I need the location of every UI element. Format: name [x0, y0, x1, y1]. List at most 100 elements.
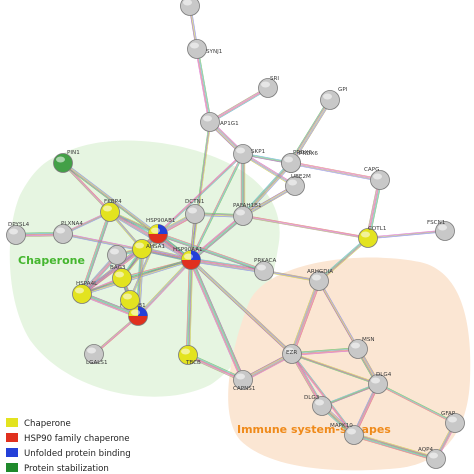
edge-HSPA4L-HSP90B1: [81, 291, 139, 319]
edge-PAFAH1B1-HSP90AA1: [189, 214, 245, 262]
node-highlight: [323, 93, 332, 100]
edge-strand: [365, 179, 379, 238]
edge-strand: [138, 249, 144, 317]
node-hsp90ab1[interactable]: HSP90AB1: [146, 218, 176, 244]
node-highlight: [135, 242, 144, 249]
node-circle: [320, 90, 340, 110]
edge-strand: [191, 258, 294, 354]
edge-strand: [290, 354, 322, 407]
node-dctn1[interactable]: DCTN1: [185, 199, 205, 224]
edge-COTL1-FSCN1: [367, 229, 446, 240]
node-cotl1[interactable]: COTL1: [358, 226, 387, 248]
edge-strand: [186, 259, 191, 355]
node-extra2[interactable]: [120, 290, 140, 310]
node-pafah1b1[interactable]: PAFAH1B1: [233, 203, 262, 226]
node-aqp4[interactable]: AQP4: [418, 447, 446, 469]
node-highlight: [123, 293, 132, 300]
node-circle: [254, 261, 274, 281]
node-label: COTL1: [368, 226, 387, 232]
node-msn[interactable]: MSN: [348, 337, 375, 359]
edge-strand: [292, 349, 359, 355]
edge-strand: [289, 98, 329, 163]
node-prkaca[interactable]: PRKACA: [254, 258, 276, 281]
edge-strand: [292, 349, 359, 356]
edge-strand: [82, 249, 144, 296]
node-circle: [100, 202, 120, 222]
edge-PRKACA-HSP90AB1: [157, 232, 265, 273]
node-highlight: [131, 309, 140, 316]
node-extra1[interactable]: [107, 245, 127, 265]
node-label: SKP1: [251, 149, 266, 155]
node-top[interactable]: [180, 0, 200, 16]
node-label: HSP90AA1: [173, 247, 203, 253]
node-ube2m[interactable]: UBE2M: [285, 174, 312, 196]
immune-cluster-label: Immune system-synapes: [237, 423, 391, 436]
node-fkbp4[interactable]: FKBP4: [100, 199, 123, 222]
edge-strand: [190, 260, 292, 355]
node-ahsa1[interactable]: AHSA1: [132, 239, 166, 259]
edge-strand: [82, 292, 139, 316]
edge-strand: [62, 163, 191, 261]
node-ap1g1[interactable]: AP1G1: [200, 112, 240, 132]
edge-strand: [80, 211, 110, 294]
node-ezr[interactable]: EZR: [282, 344, 302, 364]
node-fscn1[interactable]: FSCN1: [427, 220, 455, 241]
edge-strand: [242, 162, 292, 217]
edge-strand: [292, 352, 379, 384]
node-highlight: [315, 399, 324, 406]
node-highlight: [56, 227, 65, 234]
node-mapk10[interactable]: MAPK10: [330, 423, 364, 445]
edge-strand: [189, 260, 243, 381]
edge-strand: [81, 258, 191, 294]
edge-SKP1-HSP90AB1: [157, 153, 244, 235]
legend-swatch-stabilization: [6, 463, 18, 472]
node-highlight: [288, 179, 297, 186]
node-dlg4[interactable]: DLG4: [368, 372, 392, 394]
node-tbcb[interactable]: TBCB: [178, 345, 202, 367]
node-prdx6b[interactable]: PRDX6: [281, 151, 319, 173]
node-capns1[interactable]: CAPNS1: [233, 370, 256, 393]
edge-extra2-HSP90AB1: [128, 233, 160, 301]
node-plxna4[interactable]: PLXNA4: [53, 221, 84, 244]
node-skp1[interactable]: SKP1: [233, 144, 266, 164]
node-dlg3[interactable]: DLG3: [304, 395, 332, 416]
edge-SKP1-UBE2M: [242, 152, 296, 188]
edge-strand: [82, 260, 192, 295]
edge-strand: [190, 261, 264, 274]
node-gfap[interactable]: GFAP: [441, 411, 465, 433]
edge-strand: [63, 162, 111, 212]
node-bag3[interactable]: BAG3: [110, 265, 132, 288]
node-highlight: [75, 287, 84, 294]
edge-strand: [190, 259, 244, 381]
edge-strand: [62, 234, 191, 262]
edge-strand: [191, 259, 293, 354]
node-synj1[interactable]: SYNJ1: [187, 39, 223, 59]
node-capg[interactable]: CAPG: [364, 167, 390, 190]
edge-strand: [319, 238, 370, 283]
node-pin1[interactable]: PIN1: [53, 150, 81, 173]
edge-strand: [209, 87, 268, 122]
edge-ARHGDIA-MSN: [317, 280, 360, 350]
edge-HSP90AA1-TBCB: [185, 259, 194, 356]
edge-strand: [368, 180, 382, 239]
edge-strand: [192, 259, 245, 380]
node-sri[interactable]: SRI: [258, 76, 280, 98]
edge-strand: [353, 434, 437, 460]
edge-strand: [291, 348, 358, 354]
node-gpi[interactable]: GPI: [320, 87, 348, 110]
node-dpysl4[interactable]: DPYSL4: [6, 222, 30, 245]
node-hspa4l[interactable]: HSPA4L: [72, 281, 99, 304]
node-label: DPYSL4: [8, 222, 30, 228]
edge-strand: [139, 249, 145, 317]
node-highlight: [115, 271, 124, 278]
node-arhgdia[interactable]: ARHGDIA: [307, 269, 333, 291]
edge-SKP1-HSP90AA1: [189, 153, 245, 261]
edge-strand: [196, 49, 210, 123]
node-highlight: [284, 156, 293, 163]
edge-strand: [292, 281, 321, 355]
node-lgals1[interactable]: LGALS1: [84, 344, 108, 367]
node-hsp90aa1[interactable]: HSP90AA1: [173, 247, 203, 270]
node-label: PRDX6: [293, 150, 312, 156]
edge-strand: [291, 280, 320, 355]
